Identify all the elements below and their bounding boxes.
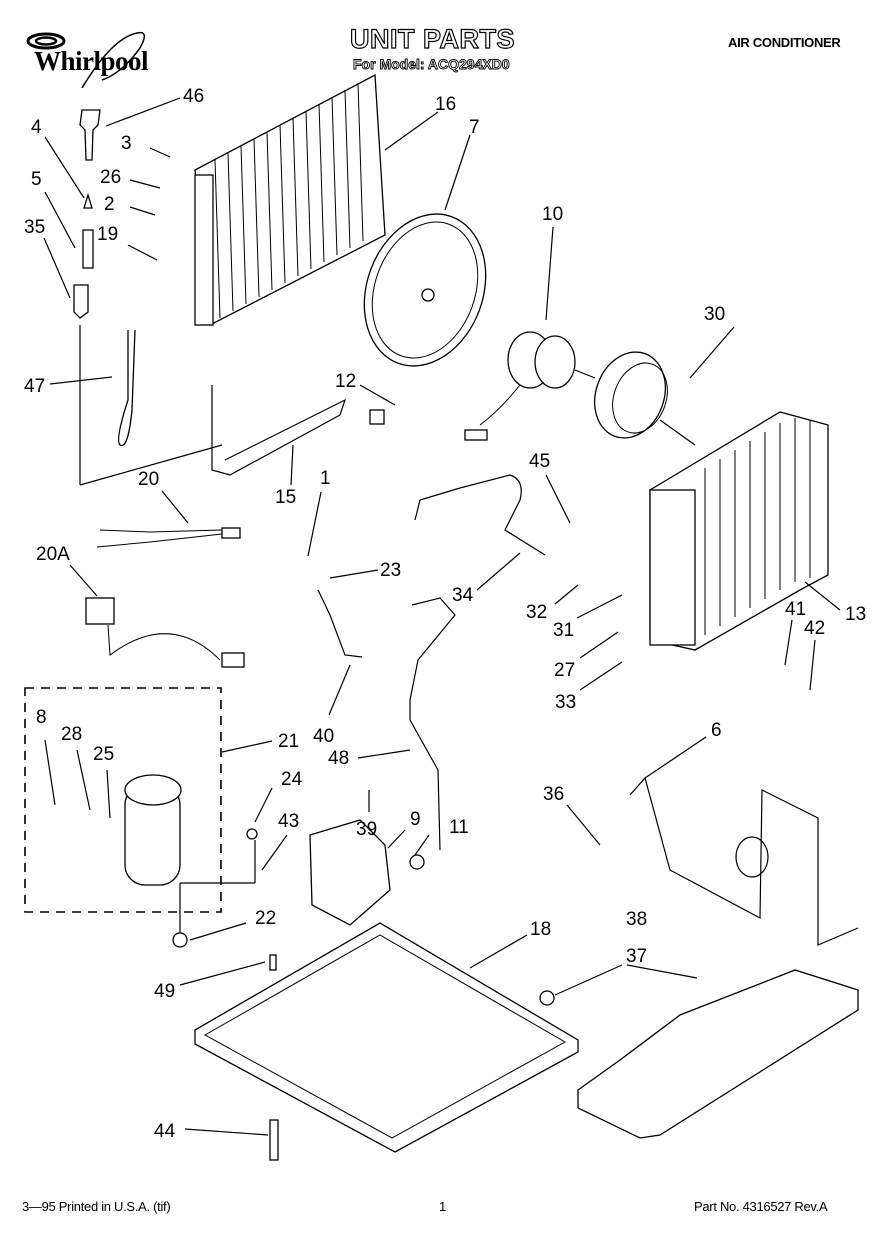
compressor-bracket — [309, 819, 391, 926]
brand-name: Whirlpool — [34, 46, 149, 76]
callout-8: 8 — [36, 707, 47, 728]
callout-44: 44 — [154, 1121, 176, 1142]
callout-21: 21 — [278, 731, 299, 752]
callout-48: 48 — [328, 748, 349, 769]
callout-3: 3 — [121, 133, 132, 154]
callout-10: 10 — [542, 204, 563, 225]
tie-12 — [369, 409, 385, 425]
callout-26: 26 — [100, 167, 121, 188]
callout-40: 40 — [313, 726, 334, 747]
callout-18: 18 — [530, 919, 551, 940]
print-info: 3—95 Printed in U.S.A. (tif) — [22, 1199, 171, 1214]
relay-20a — [85, 597, 115, 625]
callout-16: 16 — [435, 94, 456, 115]
page-number: 1 — [439, 1199, 446, 1214]
callout-23: 23 — [380, 560, 401, 581]
nut-11 — [409, 854, 425, 870]
screw-44 — [269, 1119, 279, 1161]
sleeve-5 — [82, 229, 94, 269]
drain-pan — [577, 969, 859, 1139]
callout-32: 32 — [526, 602, 547, 623]
callout-36: 36 — [543, 784, 564, 805]
callout-5: 5 — [31, 169, 42, 190]
callout-7: 7 — [469, 117, 480, 138]
product-type: AIR CONDITIONER — [728, 35, 841, 50]
callout-24: 24 — [281, 769, 303, 790]
sensor-46 — [79, 109, 101, 161]
callout-46: 46 — [183, 86, 204, 107]
harness-20 — [96, 529, 223, 548]
heater-tube-15 — [211, 385, 347, 476]
callout-13: 13 — [845, 604, 866, 625]
holder-35 — [73, 284, 89, 319]
callout-47: 47 — [24, 376, 45, 397]
model-subtitle: For Model: ACQ294XD0 — [353, 56, 511, 73]
callout-19: 19 — [97, 224, 118, 245]
swirl-icon — [26, 31, 146, 88]
callout-4: 4 — [31, 117, 42, 138]
nut-24 — [246, 828, 258, 840]
callout-2: 2 — [104, 194, 115, 215]
plug-37 — [539, 990, 555, 1006]
condenser-coil — [194, 73, 386, 327]
callout-43: 43 — [278, 811, 299, 832]
compressor — [124, 774, 256, 935]
callout-11: 11 — [449, 817, 469, 838]
callout-39: 39 — [356, 819, 377, 840]
callout-20: 20 — [138, 469, 159, 490]
compressor-group-box — [24, 687, 222, 913]
callout-6: 6 — [711, 720, 722, 741]
tube-40 — [317, 589, 363, 658]
blower-wheel — [594, 351, 696, 446]
callout-12: 12 — [335, 371, 356, 392]
fan-motor — [464, 331, 596, 441]
callout-35: 35 — [24, 217, 45, 238]
callout-25: 25 — [93, 744, 114, 765]
callout-9: 9 — [410, 809, 421, 830]
callout-33: 33 — [555, 692, 576, 713]
capillary-tube-47 — [117, 329, 136, 447]
callout-15: 15 — [275, 487, 296, 508]
condenser-fan — [363, 213, 487, 367]
connector-20 — [221, 527, 241, 539]
callout-1: 1 — [320, 468, 331, 489]
base-pan — [194, 922, 579, 1153]
evaporator-coil — [649, 411, 829, 651]
callout-20a: 20A — [36, 544, 70, 565]
callout-28: 28 — [61, 724, 82, 745]
callout-22: 22 — [255, 908, 276, 929]
part-number: Part No. 4316527 Rev.A — [694, 1199, 828, 1214]
callout-49: 49 — [154, 981, 175, 1002]
callout-31: 31 — [553, 620, 574, 641]
callout-38: 38 — [626, 909, 647, 930]
callout-37: 37 — [626, 946, 647, 967]
tube-48 — [409, 597, 456, 851]
callout-30: 30 — [704, 304, 725, 325]
callout-34: 34 — [452, 585, 474, 606]
tube-34 — [414, 474, 546, 556]
callout-27: 27 — [554, 660, 575, 681]
thermistor-4 — [83, 192, 93, 209]
page-title: UNIT PARTS — [349, 23, 515, 54]
callout-45: 45 — [529, 451, 550, 472]
callout-42: 42 — [804, 618, 825, 639]
spacer-49 — [269, 954, 277, 971]
grommet-22 — [172, 932, 188, 948]
callout-41: 41 — [785, 599, 806, 620]
wire-shape-6 — [629, 776, 859, 946]
whirlpool-logo: Whirlpool — [22, 28, 182, 88]
leader-lines — [43, 97, 841, 1136]
